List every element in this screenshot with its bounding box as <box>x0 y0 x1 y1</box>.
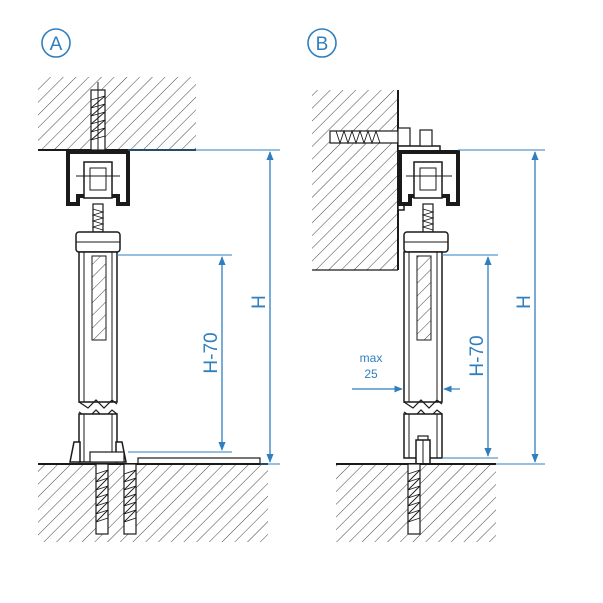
floor-a <box>38 463 268 542</box>
variant-b: B <box>307 28 545 542</box>
dimension-h-b: H <box>458 149 545 465</box>
variant-a: A <box>38 28 280 542</box>
door-a <box>78 251 118 463</box>
hanger-bolt-b <box>403 203 449 253</box>
dimension-h-label-b: H <box>514 295 535 309</box>
variant-b-label: B <box>316 34 329 55</box>
floor-screws-a <box>95 463 137 535</box>
ceiling-a <box>38 77 196 151</box>
wall-screw-b <box>329 127 411 147</box>
dimension-h70-b: H-70 <box>442 254 498 459</box>
wall-b <box>312 90 399 271</box>
dimension-h70-label-a: H-70 <box>201 332 222 373</box>
variant-a-badge: A <box>41 28 71 58</box>
variant-b-badge: B <box>307 28 337 58</box>
dimension-h-label-a: H <box>249 295 270 309</box>
dimension-h70-label-b: H-70 <box>467 335 488 376</box>
gap-label-max: max <box>360 351 383 365</box>
track-profile-a <box>66 150 130 206</box>
variant-a-label: A <box>50 34 63 55</box>
dimension-h70-a: H-70 <box>117 254 232 453</box>
door-b <box>403 251 443 459</box>
ceiling-screw-a <box>90 82 106 151</box>
floor-screw-b <box>407 463 421 535</box>
dimension-h-a: H <box>128 149 280 465</box>
gap-label-value: 25 <box>364 367 378 381</box>
track-profile-b <box>398 150 460 206</box>
hanger-bolt-a <box>75 203 121 253</box>
floor-guide-b <box>415 439 431 465</box>
dimension-gap-b: max 25 <box>352 351 460 393</box>
